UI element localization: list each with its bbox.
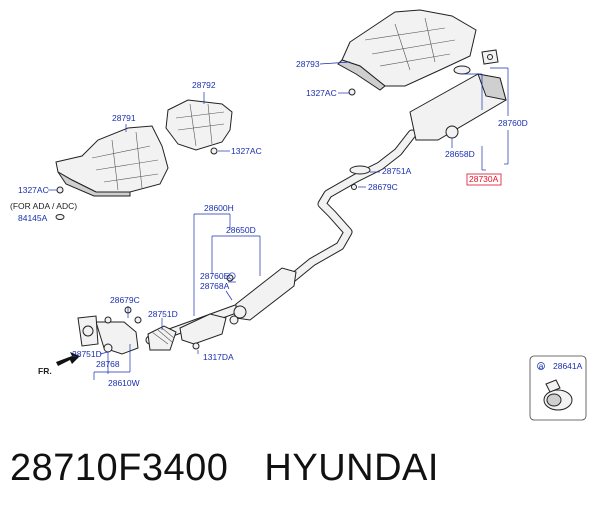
clamp-detail-box: a — [529, 355, 587, 421]
label-28792: 28792 — [192, 80, 216, 90]
label-front-direction: FR. — [38, 366, 52, 376]
front-pipe-assembly — [77, 313, 227, 355]
center-heat-shield — [165, 99, 233, 151]
part-number: 28710F3400 — [10, 446, 229, 489]
label-84145a: 84145A — [18, 213, 48, 223]
label-1327ac-mid: 1327AC — [231, 146, 262, 156]
label-28658d: 28658D — [445, 149, 475, 159]
brand-name: HYUNDAI — [264, 446, 439, 489]
footer-bar: 28710F3400 HYUNDAI — [10, 440, 590, 496]
center-muffler — [233, 267, 297, 321]
label-28760d: 28760D — [498, 118, 528, 128]
label-28679c-right: 28679C — [368, 182, 398, 192]
highlight-box — [466, 173, 502, 186]
label-1317da: 1317DA — [203, 352, 234, 362]
label-28650d: 28650D — [226, 225, 256, 235]
label-1327ac-top: 1327AC — [306, 88, 337, 98]
exhaust-parts-diagram: a 28793 1327AC 28792 28791 1327AC 1327AC… — [10, 9, 587, 421]
label-28610w: 28610W — [108, 378, 140, 388]
callout-a-markers — [228, 272, 236, 280]
leader-lines — [48, 61, 509, 380]
label-1327ac-left: 1327AC — [18, 185, 49, 195]
label-28793: 28793 — [296, 59, 320, 69]
svg-text:a: a — [539, 361, 544, 371]
label-28641a: 28641A — [553, 361, 583, 371]
label-28751a: 28751A — [382, 166, 412, 176]
label-28768: 28768 — [96, 359, 120, 369]
label-28600h: 28600H — [204, 203, 234, 213]
label-28730a: 28730A — [469, 174, 499, 184]
label-28791: 28791 — [112, 113, 136, 123]
rear-heat-shield — [337, 9, 477, 91]
label-for-ada-adc: (FOR ADA / ADC) — [10, 201, 77, 211]
label-28760e: 28760E — [200, 271, 230, 281]
front-direction-arrow-icon — [56, 352, 80, 366]
label-28768a: 28768A — [200, 281, 230, 291]
label-28751d-left: 28751D — [72, 349, 102, 359]
label-28679c-left: 28679C — [110, 295, 140, 305]
label-28751d-mid: 28751D — [148, 309, 178, 319]
fasteners — [55, 88, 371, 350]
front-heat-shield — [55, 125, 169, 197]
